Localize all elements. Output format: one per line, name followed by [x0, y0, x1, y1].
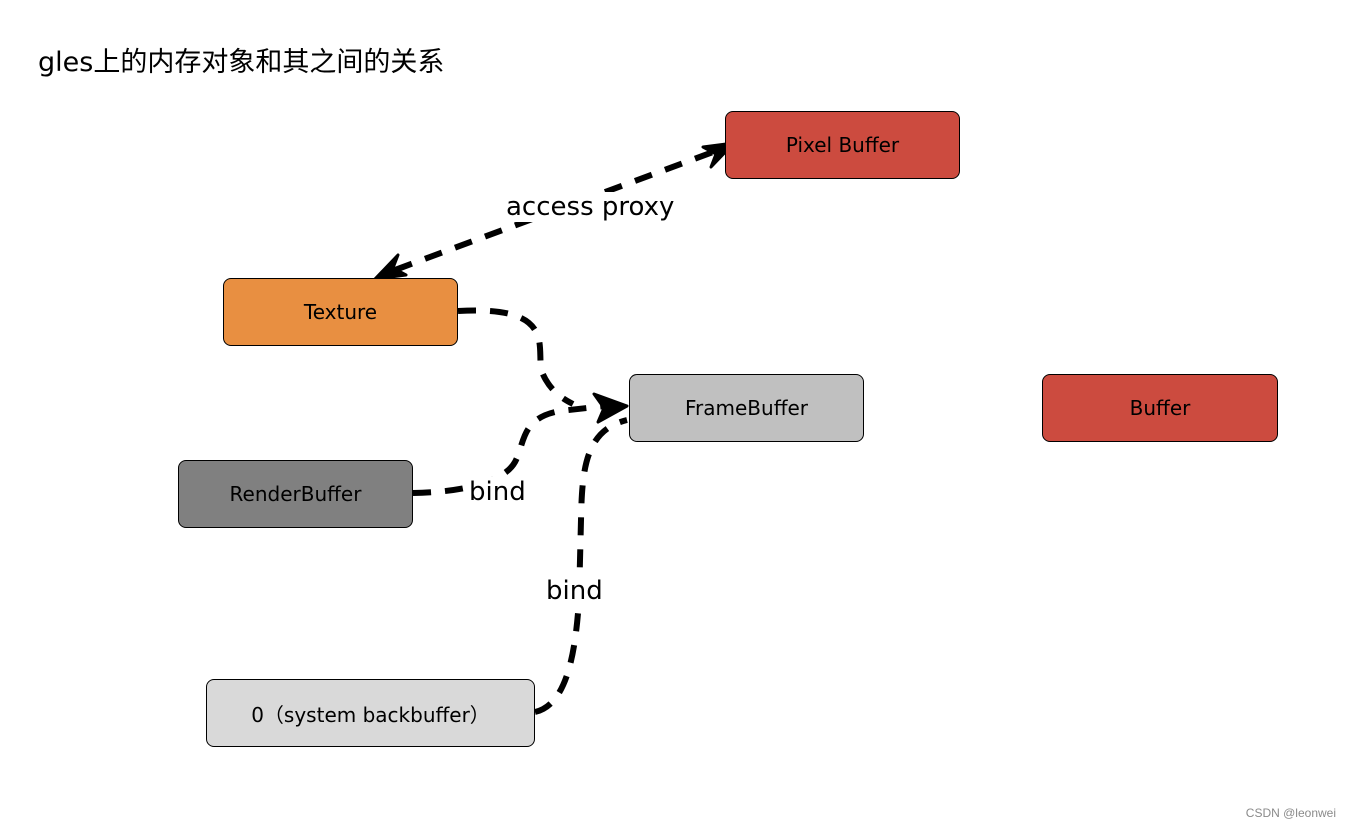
access-proxy-arrowhead-start	[373, 253, 408, 281]
system-backbuffer-node[interactable]: 0（system backbuffer）	[206, 679, 535, 747]
texture-node[interactable]: Texture	[223, 278, 458, 346]
renderbuffer-bind-arrowhead	[592, 392, 629, 424]
buffer-node[interactable]: Buffer	[1042, 374, 1278, 442]
framebuffer-label: FrameBuffer	[684, 396, 809, 420]
renderbuffer-node[interactable]: RenderBuffer	[178, 460, 413, 528]
backbuffer-bind-connector	[534, 417, 628, 715]
renderbuffer-bind-label: bind	[467, 477, 528, 507]
renderbuffer-label: RenderBuffer	[229, 482, 362, 506]
buffer-label: Buffer	[1129, 396, 1191, 420]
framebuffer-node[interactable]: FrameBuffer	[629, 374, 864, 442]
pixel-buffer-node[interactable]: Pixel Buffer	[725, 111, 960, 179]
access-proxy-label: access proxy	[504, 192, 677, 222]
pixel-buffer-label: Pixel Buffer	[785, 133, 900, 157]
renderbuffer-bind-connector	[412, 403, 606, 496]
page-title: gles上的内存对象和其之间的关系	[38, 47, 445, 78]
backbuffer-bind-label: bind	[544, 576, 605, 606]
texture-label: Texture	[303, 300, 378, 324]
texture-bind-connector	[457, 307, 575, 407]
system-backbuffer-label: 0（system backbuffer）	[251, 702, 490, 727]
watermark: CSDN @leonwei	[1245, 806, 1336, 820]
